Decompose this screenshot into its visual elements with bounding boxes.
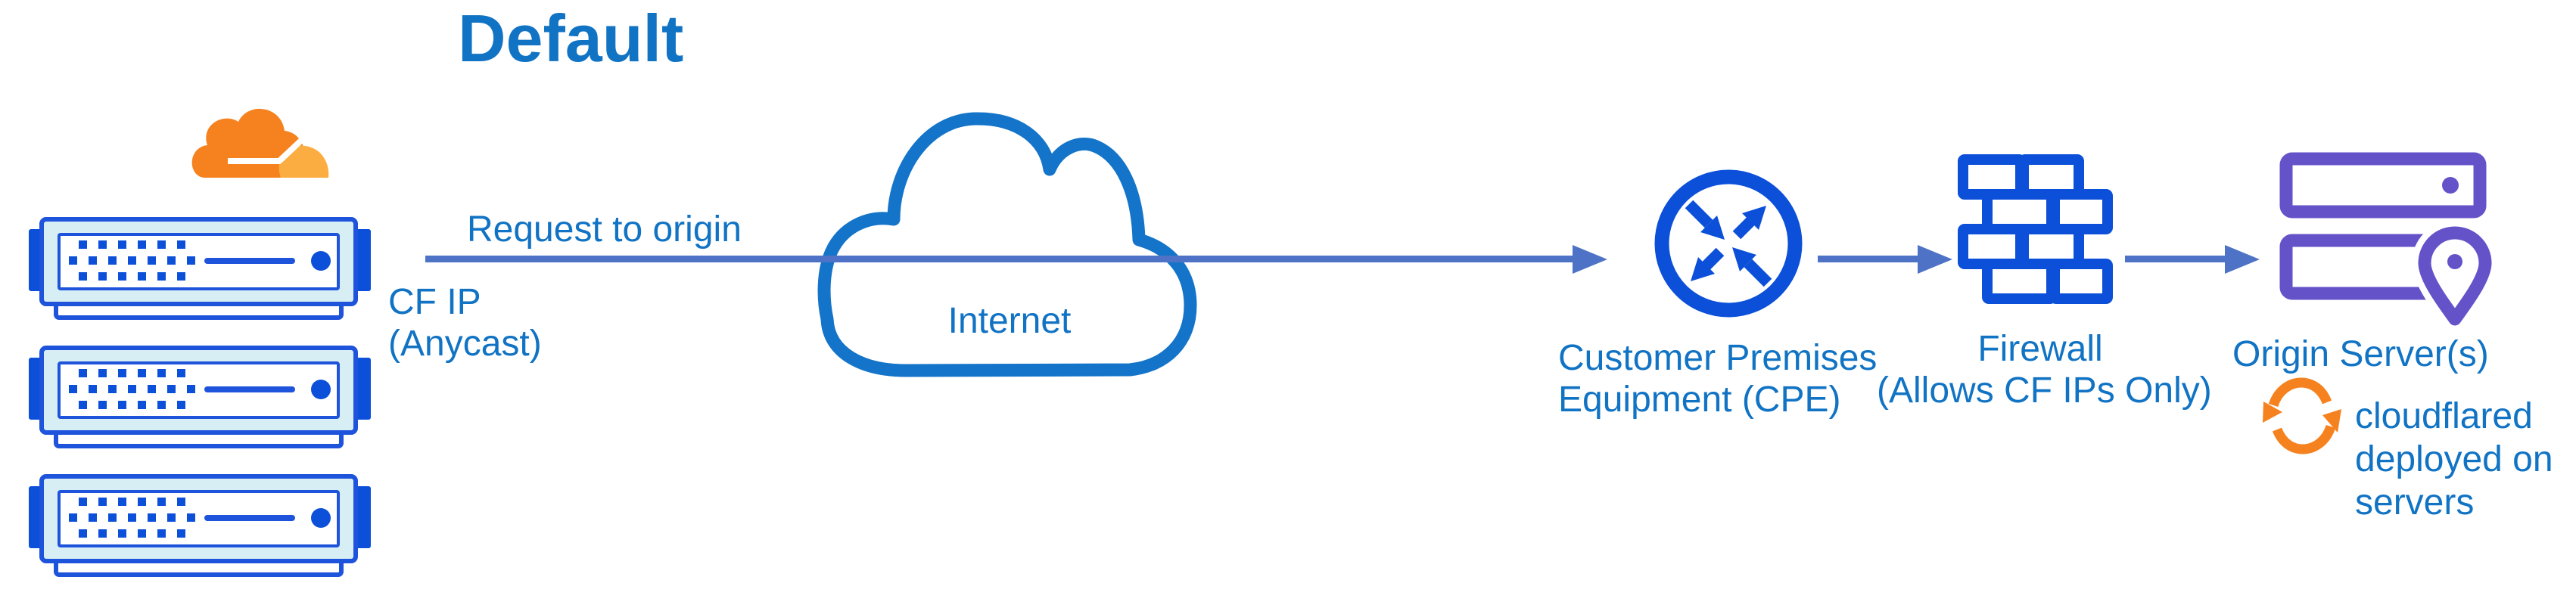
firewall-label-line1: Firewall (1977, 329, 2103, 369)
cloudflared-label-line3: servers (2355, 482, 2475, 523)
internet-label: Internet (947, 301, 1072, 341)
cpe-router-icon (1654, 169, 1803, 318)
internet-cloud-icon (817, 112, 1197, 377)
firewall-origin-arrow-head (2225, 245, 2260, 274)
cpe-firewall-arrow-head (1918, 245, 1952, 274)
request-arrow-head (1573, 245, 1607, 274)
cpe-label: Customer Premises Equipment (CPE) (1558, 337, 1877, 420)
cpe-label-line1: Customer Premises (1558, 338, 1878, 378)
anycast-line: (Anycast) (388, 324, 542, 364)
firewall-label: Firewall (Allows CF IPs Only) (1877, 328, 2212, 411)
cpe-label-line2: Equipment (CPE) (1558, 380, 1841, 420)
location-pin-icon (2418, 226, 2492, 326)
internet-cloud-group: Internet (817, 106, 1197, 378)
cf-ip-line: CF IP (388, 282, 481, 322)
request-arrow-line (425, 256, 1573, 262)
cloudflared-label: cloudflared deployed on servers (2355, 395, 2553, 524)
firewall-origin-arrow-line (2125, 256, 2225, 262)
firewall-label-line2: (Allows CF IPs Only) (1877, 371, 2212, 411)
origin-server-label: Origin Server(s) (2232, 334, 2489, 374)
cloudflare-logo-cloud-icon (191, 108, 329, 178)
firewall-icon (1958, 154, 2113, 304)
origin-server-icon (2279, 152, 2499, 342)
cloudflared-sync-icon (2263, 377, 2341, 454)
page-title: Default (458, 1, 684, 76)
cpe-firewall-arrow-line (1818, 256, 1918, 262)
cf-ip-anycast-label: CF IP (Anycast) (388, 281, 542, 364)
cloudflared-label-line2: deployed on (2355, 439, 2553, 479)
request-to-origin-label: Request to origin (467, 209, 742, 250)
cloudflared-label-line1: cloudflared (2355, 396, 2533, 436)
cloudflare-edge-servers-icon (27, 216, 372, 581)
